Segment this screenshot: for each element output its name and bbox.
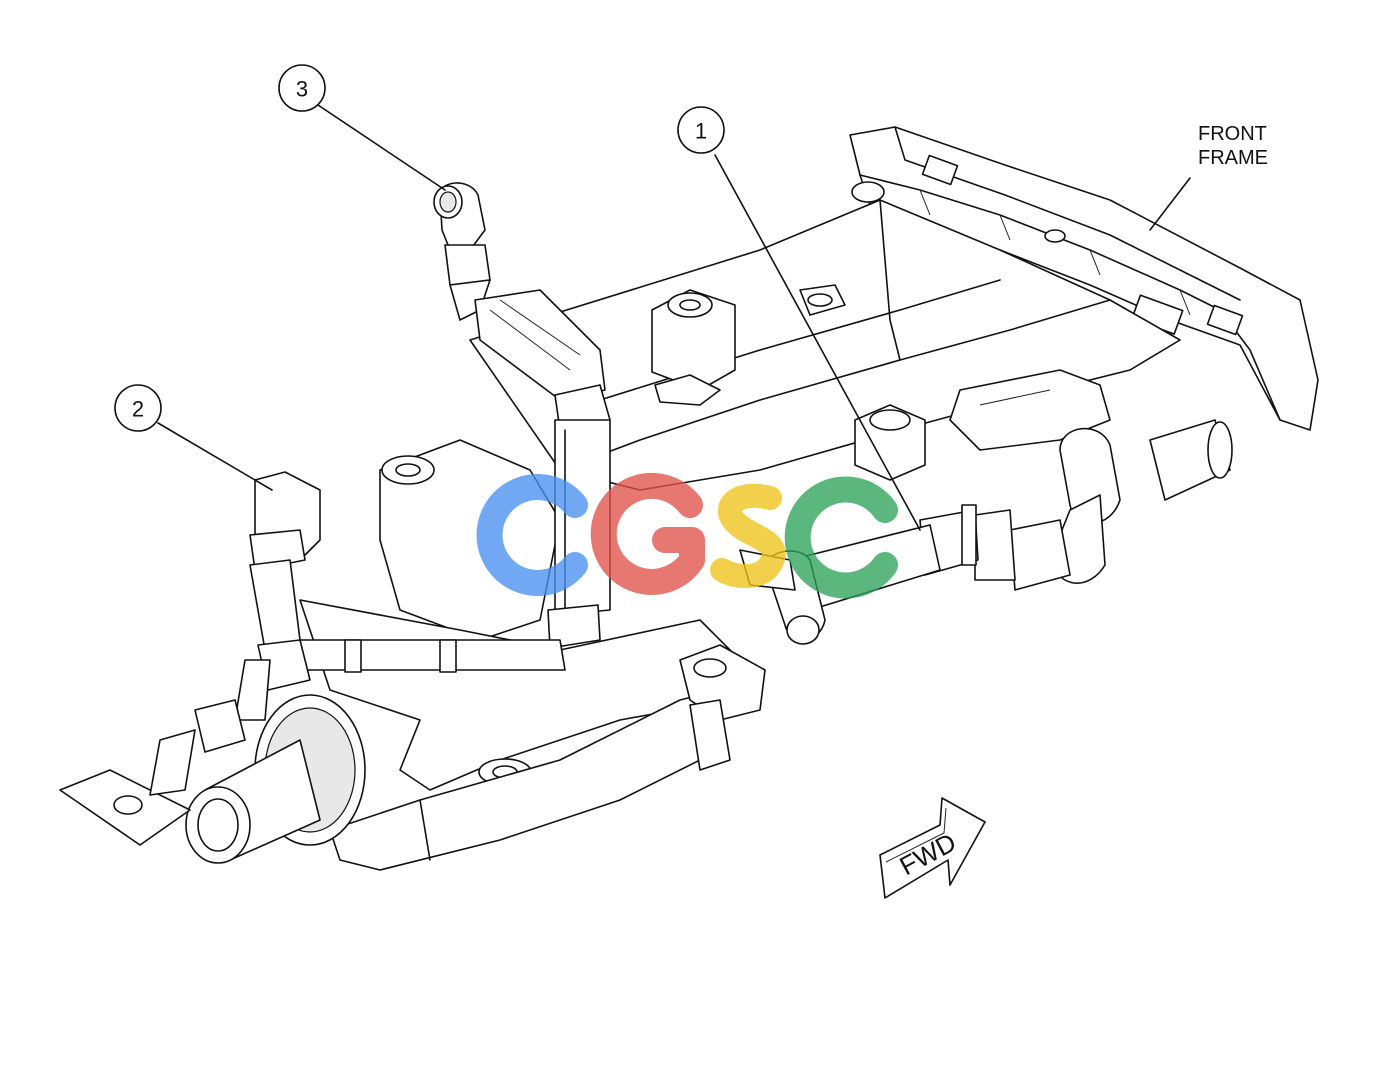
- fwd-direction-arrow: FWD: [879, 797, 986, 899]
- callout-3: 3: [278, 64, 446, 191]
- exhaust-pipe-2: [149, 471, 321, 796]
- callout-2: 2: [114, 384, 273, 491]
- main-frame-rails: [469, 199, 1181, 491]
- front-frame-label-line1: FRONT: [1198, 123, 1267, 145]
- muffler-assembly: [919, 419, 1233, 591]
- front-frame-label-line2: FRAME: [1198, 147, 1268, 169]
- callout-3-number: 3: [296, 77, 308, 102]
- axle-housing: [59, 694, 366, 864]
- callout-2-number: 2: [132, 397, 144, 422]
- watermark-logo: [476, 472, 898, 599]
- front-frame-label: FRONT FRAME: [1149, 123, 1268, 231]
- callout-1: 1: [677, 106, 921, 531]
- callout-1-number: 1: [695, 119, 707, 144]
- frame-mounts: [651, 284, 926, 481]
